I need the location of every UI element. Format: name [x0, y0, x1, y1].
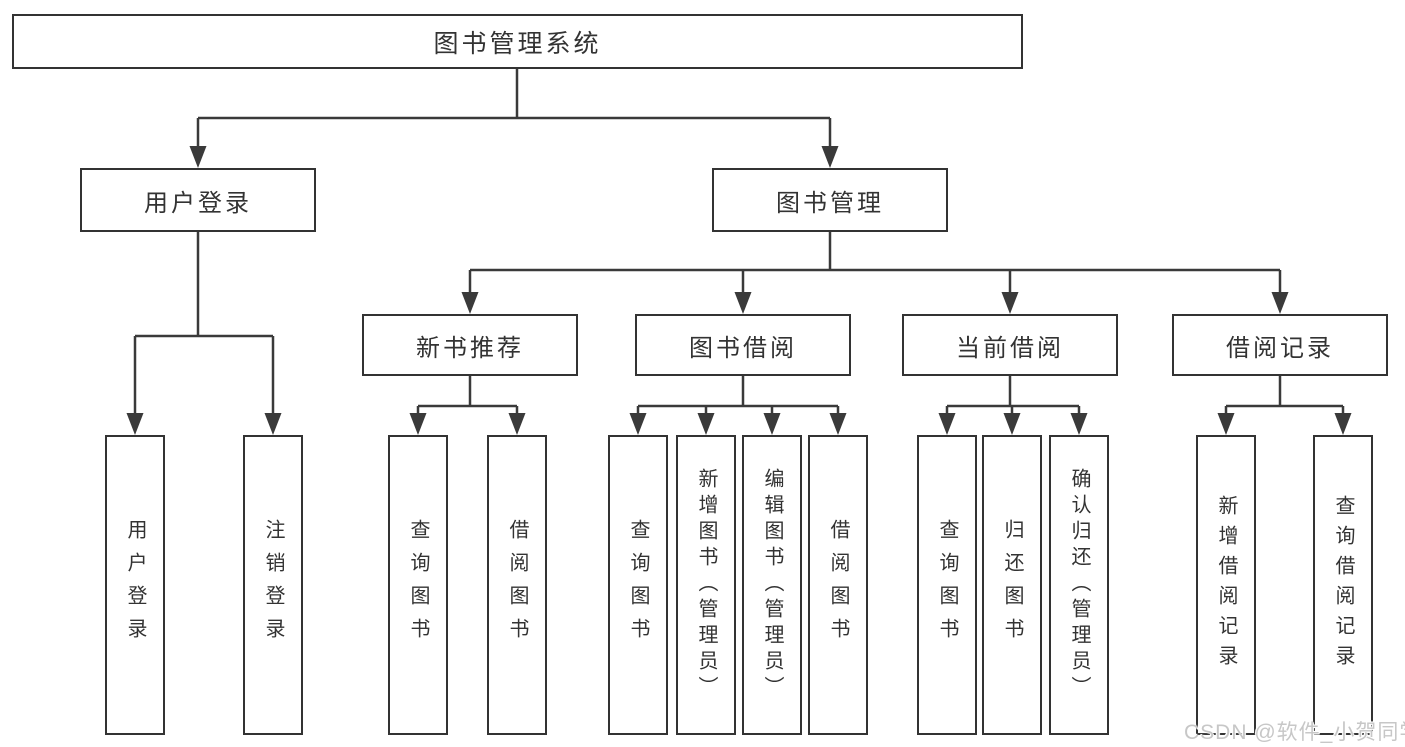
leaf-current-confirm-return-admin: 确认归还（管理员） [1049, 435, 1109, 735]
node-new-book-recommend: 新书推荐 [362, 314, 578, 376]
leaf-records-add-record: 新增借阅记录 [1196, 435, 1256, 735]
csdn-watermark: CSDN @软件_小贺同学 [1184, 721, 1405, 744]
leaf-records-query-record: 查询借阅记录 [1313, 435, 1373, 735]
leaf-borrow-edit-books-admin: 编辑图书（管理员） [742, 435, 802, 735]
node-root-system: 图书管理系统 [12, 14, 1023, 69]
leaf-newbook-borrow-books: 借阅图书 [487, 435, 547, 735]
leaf-user-login: 用户登录 [105, 435, 165, 735]
node-current-borrowing: 当前借阅 [902, 314, 1118, 376]
node-book-management: 图书管理 [712, 168, 948, 232]
leaf-current-return-books: 归还图书 [982, 435, 1042, 735]
leaf-current-query-books: 查询图书 [917, 435, 977, 735]
node-user-login: 用户登录 [80, 168, 316, 232]
leaf-logout: 注销登录 [243, 435, 303, 735]
node-borrow-records: 借阅记录 [1172, 314, 1388, 376]
leaf-borrow-add-books-admin: 新增图书（管理员） [676, 435, 736, 735]
leaf-borrow-query-books: 查询图书 [608, 435, 668, 735]
leaf-newbook-query-books: 查询图书 [388, 435, 448, 735]
node-book-borrowing: 图书借阅 [635, 314, 851, 376]
leaf-borrow-borrow-books: 借阅图书 [808, 435, 868, 735]
